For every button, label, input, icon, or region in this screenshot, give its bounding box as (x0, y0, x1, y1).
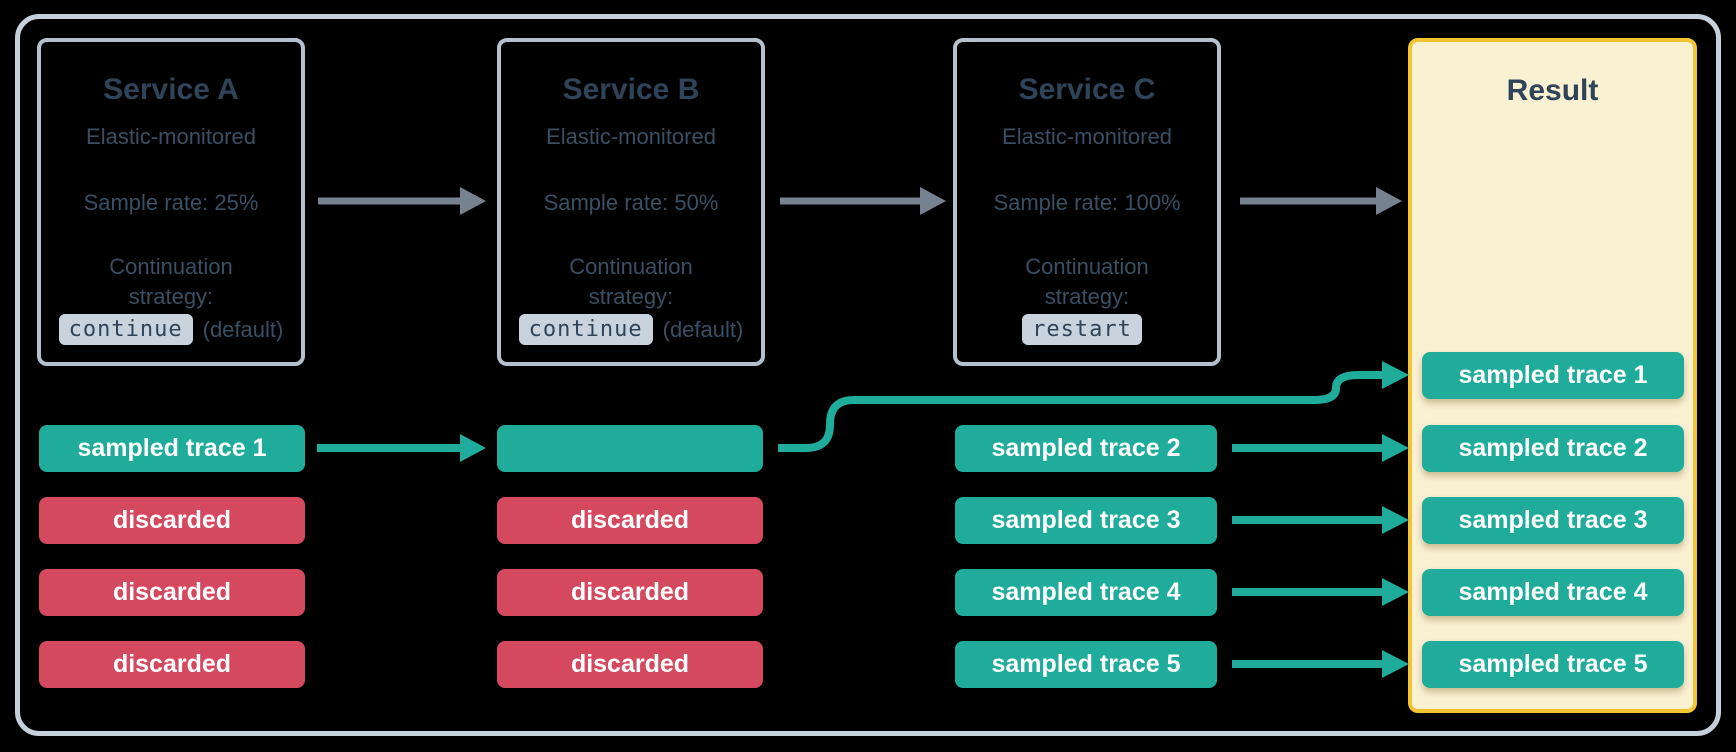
service-a-discarded-chip: discarded (39, 497, 305, 544)
service-a-strategy-note: (default) (202, 316, 284, 342)
service-b-box: Service B Elastic-monitored Sample rate:… (497, 38, 765, 366)
service-a-sampled-trace-chip: sampled trace 1 (39, 425, 305, 472)
service-a-strategy-row: continue (default) (58, 314, 284, 345)
service-c-sample-rate: Sample rate: 100% (993, 190, 1181, 215)
service-b-continuation-label: Continuation strategy: (569, 254, 693, 309)
service-b-strategy-code: continue (518, 314, 653, 345)
result-trace-chip: sampled trace 5 (1422, 641, 1684, 688)
outer-frame (15, 14, 1721, 736)
service-b-discarded-chip: discarded (497, 569, 763, 616)
service-b-monitoring: Elastic-monitored (546, 124, 716, 149)
service-b-strategy-note: (default) (662, 316, 744, 342)
result-title: Result (1506, 74, 1599, 107)
service-c-sampled-trace-chip: sampled trace 3 (955, 497, 1217, 544)
service-a-box: Service A Elastic-monitored Sample rate:… (37, 38, 305, 366)
service-b-sample-rate: Sample rate: 50% (543, 190, 719, 215)
result-trace-chip: sampled trace 4 (1422, 569, 1684, 616)
result-trace-chip: sampled trace 2 (1422, 425, 1684, 472)
service-c-monitoring: Elastic-monitored (1002, 124, 1172, 149)
service-c-sampled-trace-chip: sampled trace 5 (955, 641, 1217, 688)
service-c-strategy-code: restart (1022, 314, 1142, 345)
service-a-sample-rate: Sample rate: 25% (83, 190, 259, 215)
service-a-title: Service A (103, 73, 239, 106)
service-a-monitoring: Elastic-monitored (86, 124, 256, 149)
service-c-sampled-trace-chip: sampled trace 2 (955, 425, 1217, 472)
service-c-strategy-row: restart (1022, 314, 1152, 345)
service-b-sampled-trace-chip (497, 425, 763, 472)
service-a-strategy-code: continue (58, 314, 193, 345)
service-c-continuation-label: Continuation strategy: (1025, 254, 1149, 309)
service-b-strategy-row: continue (default) (518, 314, 744, 345)
service-c-sampled-trace-chip: sampled trace 4 (955, 569, 1217, 616)
service-c-title: Service C (1018, 73, 1156, 106)
service-b-discarded-chip: discarded (497, 641, 763, 688)
result-trace-chip: sampled trace 1 (1422, 352, 1684, 399)
service-c-box: Service C Elastic-monitored Sample rate:… (953, 38, 1221, 366)
service-a-continuation-label: Continuation strategy: (109, 254, 233, 309)
service-a-discarded-chip: discarded (39, 641, 305, 688)
service-b-discarded-chip: discarded (497, 497, 763, 544)
result-trace-chip: sampled trace 3 (1422, 497, 1684, 544)
service-b-title: Service B (562, 73, 700, 106)
service-a-discarded-chip: discarded (39, 569, 305, 616)
